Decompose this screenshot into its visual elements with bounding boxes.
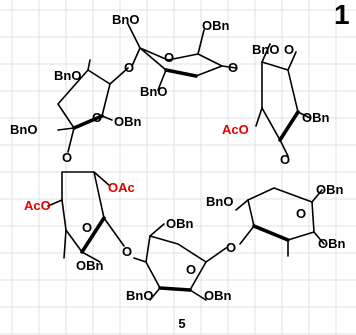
top-ring-bno-label: BnO — [140, 84, 167, 99]
bold-wedge-bonds — [72, 68, 300, 292]
lower-right-obn-top-label: OBn — [316, 182, 344, 197]
bottom-front-bond — [158, 286, 192, 292]
lower-left-substituent-bond — [47, 171, 125, 263]
upper-right-substituent-bond — [255, 43, 311, 157]
bottom-substituent-bond — [133, 223, 227, 301]
upper-right-obn-label: OBn — [302, 110, 330, 125]
lower-left-oac-label: OAc — [108, 180, 135, 195]
bottom-ring-bond — [145, 235, 207, 291]
top-front-bond — [164, 68, 198, 78]
upper-right-bno-label: BnO — [252, 42, 279, 57]
upper-right-o-label: O — [284, 42, 294, 57]
bottom-obn-right-label: OBn — [204, 288, 232, 303]
atom-labels: BnO OBn BnO O O O BnO O OBn AcO O BnO O … — [10, 12, 346, 303]
top-substituent-bond — [127, 23, 237, 91]
lower-right-substituent-bond — [235, 189, 325, 257]
upper-right-aco-label: AcO — [222, 122, 249, 137]
lower-left-aco-label: AcO — [24, 198, 51, 213]
lower-right-obn-bottom-label: OBn — [318, 236, 346, 251]
top-obn-label: OBn — [202, 18, 230, 33]
left-obn-label: OBn — [114, 114, 142, 129]
lower-right-bno-label: BnO — [206, 194, 233, 209]
bottom-obn-top-label: OBn — [166, 216, 194, 231]
top-left-link-o-label: O — [124, 60, 134, 75]
upper-right-link-o-label: O — [280, 152, 290, 167]
left-front-bond — [72, 114, 104, 130]
bottom-ring-o-label: O — [186, 262, 196, 277]
top-ring-o-label: O — [164, 50, 174, 65]
bottom-link-o-label: O — [226, 240, 236, 255]
lower-left-front-bond — [80, 216, 106, 254]
left-ring-o-label: O — [92, 110, 102, 125]
lower-right-ring-o-label: O — [296, 206, 306, 221]
left-substituent-bond — [57, 59, 129, 153]
left-bno-top-label: BnO — [54, 68, 81, 83]
upper-right-ring-bond — [261, 61, 299, 141]
lower-left-link-o-label: O — [122, 244, 132, 259]
lower-left-ring-bond — [61, 171, 105, 253]
bond-skeleton — [47, 23, 325, 301]
compound-number: 5 — [178, 316, 185, 331]
corner-label: 1 — [334, 0, 350, 30]
lower-left-obn-label: OBn — [76, 258, 104, 273]
left-bno-bottom-label: BnO — [10, 122, 37, 137]
bottom-bno-label: BnO — [126, 288, 153, 303]
lower-right-front-bond — [252, 224, 290, 242]
left-link-o-label: O — [62, 150, 72, 165]
top-link-o-label: O — [228, 60, 238, 75]
top-bno-label: BnO — [112, 12, 139, 27]
lower-left-ring-o-label: O — [82, 220, 92, 235]
upper-right-front-bond — [278, 110, 300, 142]
